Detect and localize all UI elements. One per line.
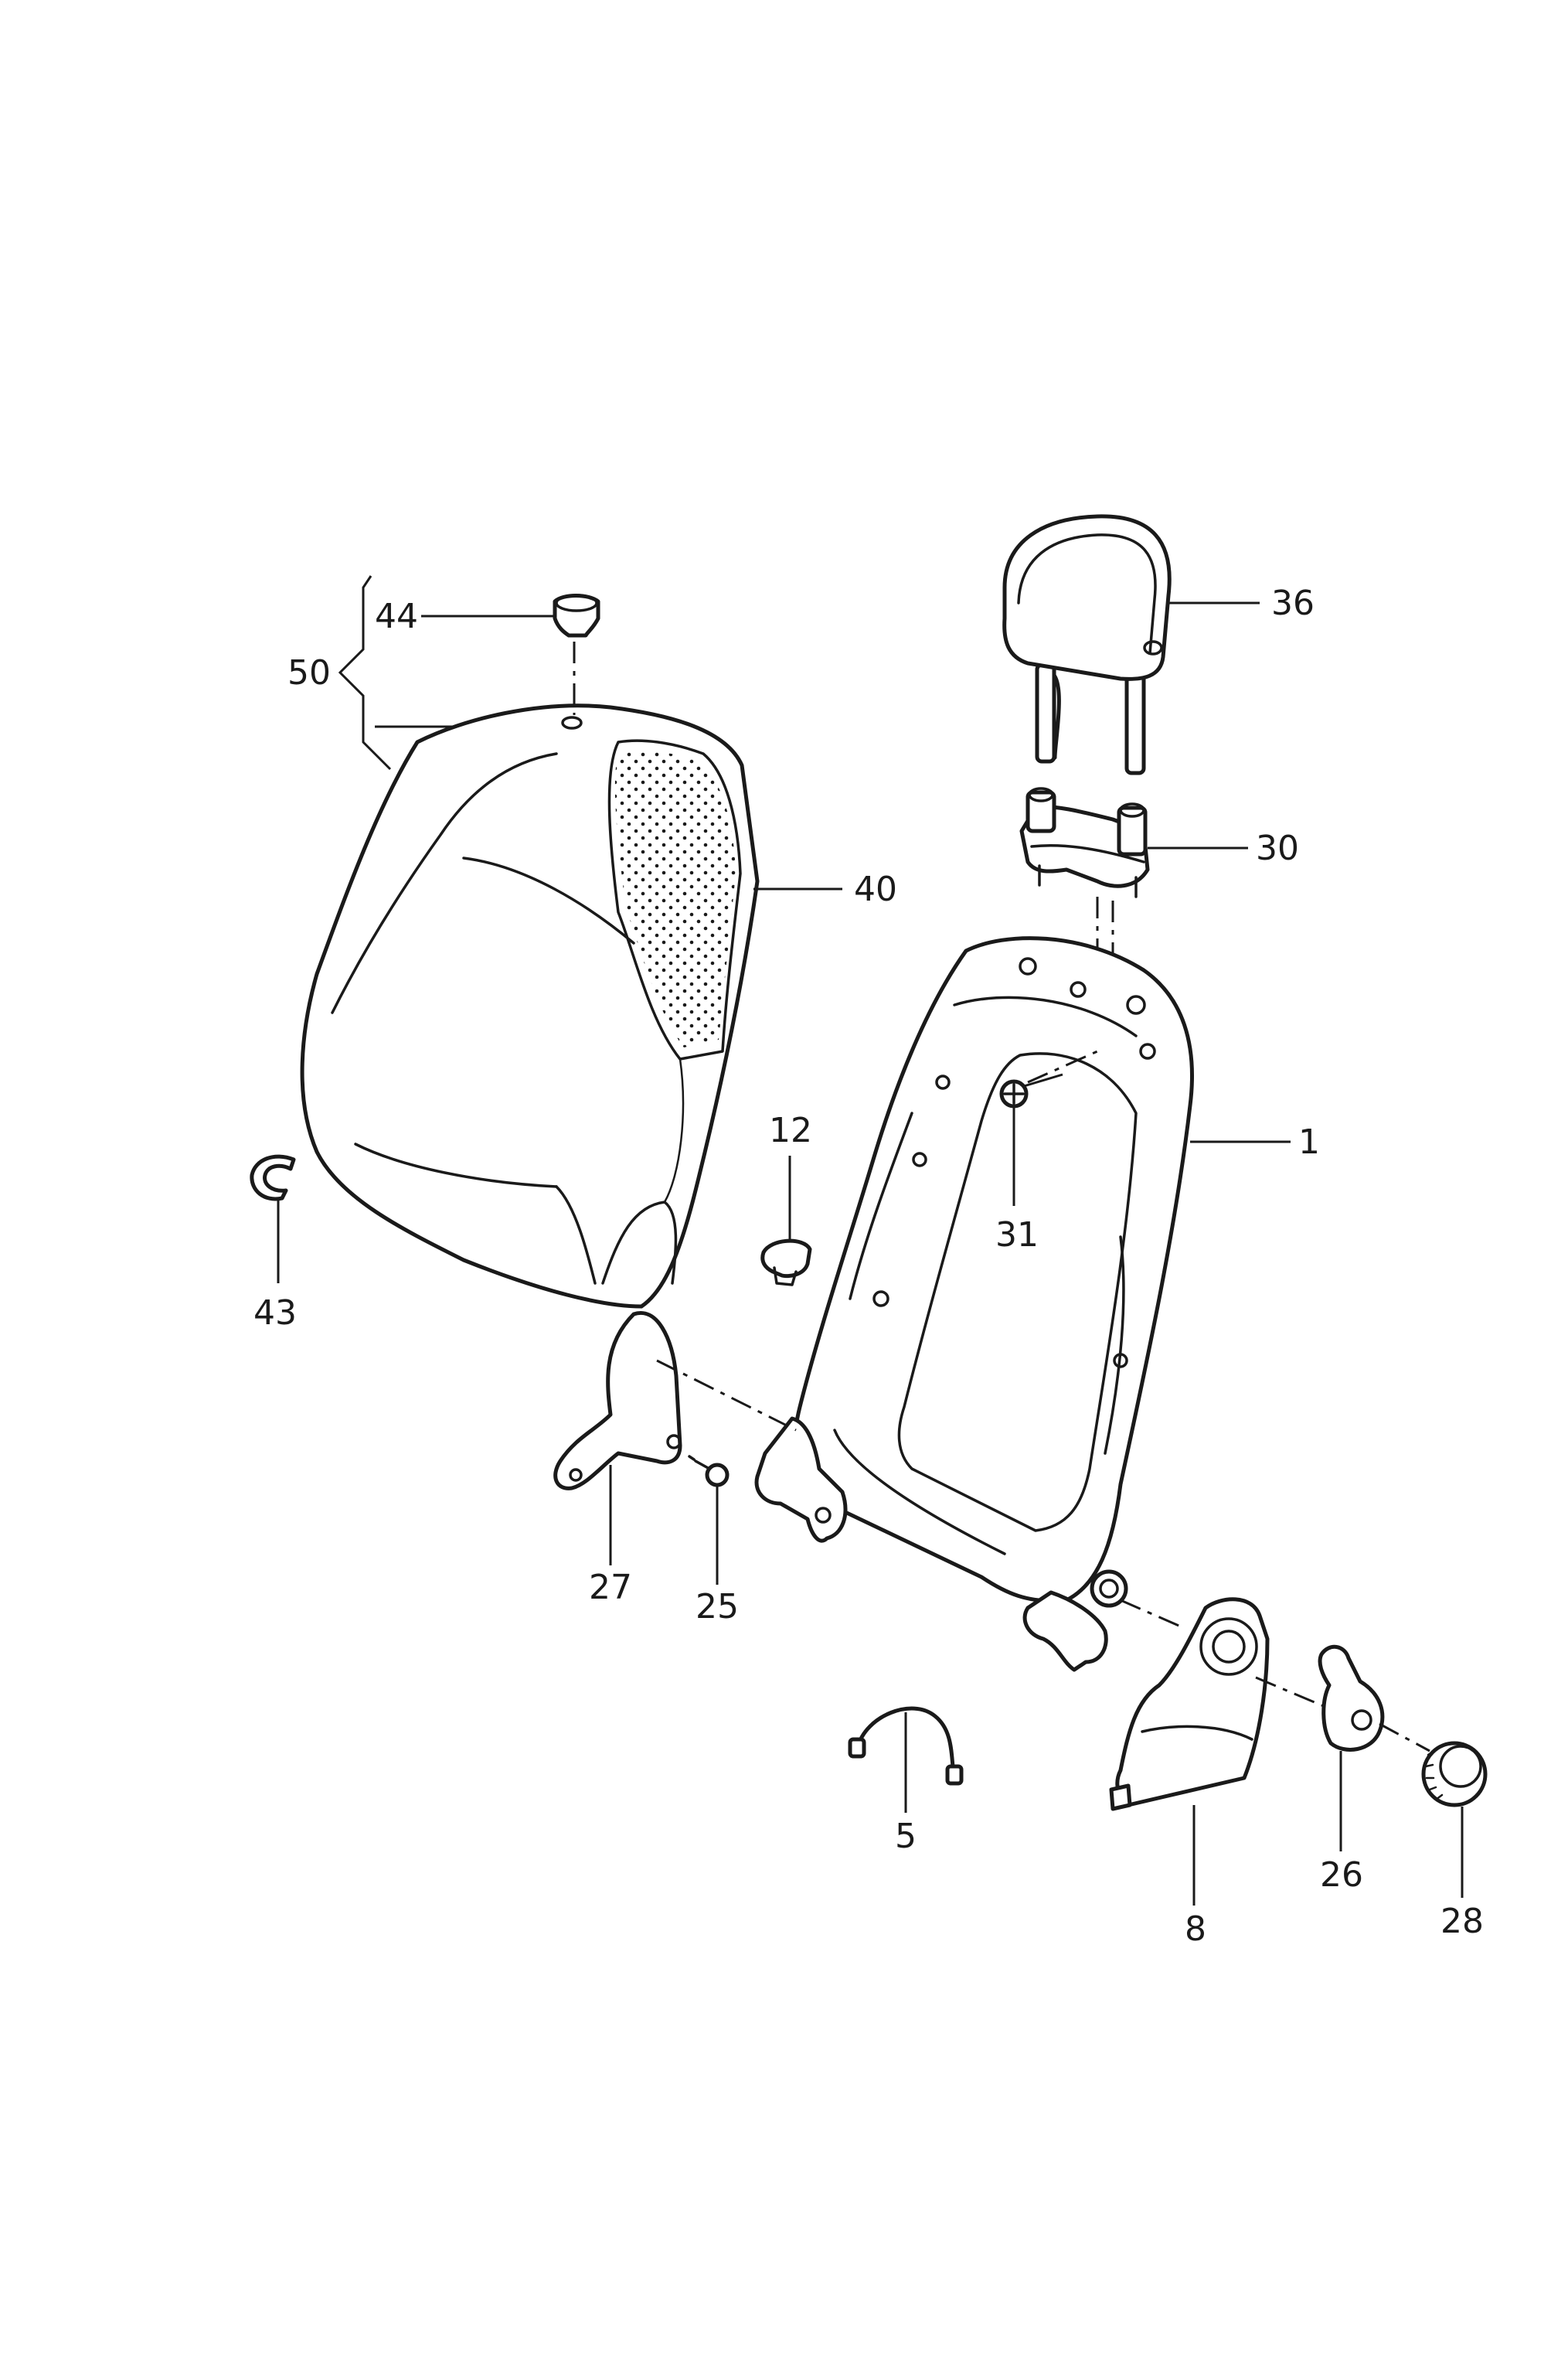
clip-ring-part [250,1154,296,1201]
callout-8: 8 [1185,1909,1206,1949]
headrest-part [1002,514,1172,775]
trim-panel-8-part [1109,1597,1270,1811]
lever-26-part [1318,1645,1385,1752]
cap-12-part [760,1238,812,1286]
callout-27: 27 [589,1568,632,1607]
leader-lines [277,575,1464,1906]
callout-28: 28 [1440,1902,1484,1941]
knob-28-part [1421,1741,1488,1807]
callout-1: 1 [1298,1122,1320,1162]
backrest-cover-part [300,703,760,1309]
screw-25-part [688,1455,730,1487]
callout-44: 44 [375,597,418,636]
callout-36: 36 [1271,584,1315,623]
headrest-guide-part [1019,787,1150,898]
bolt-31-part [999,1073,1063,1109]
callout-30: 30 [1256,829,1299,868]
callout-31: 31 [995,1215,1039,1255]
callout-5: 5 [895,1817,917,1856]
callout-40: 40 [854,870,897,909]
backrest-frame-part [754,936,1194,1672]
callout-50: 50 [287,653,331,693]
callout-25: 25 [696,1587,739,1626]
callout-43: 43 [253,1293,297,1333]
callout-26: 26 [1320,1855,1363,1895]
grommet-part [553,594,600,638]
side-trim-27-part [553,1311,682,1490]
callout-12: 12 [769,1111,812,1150]
